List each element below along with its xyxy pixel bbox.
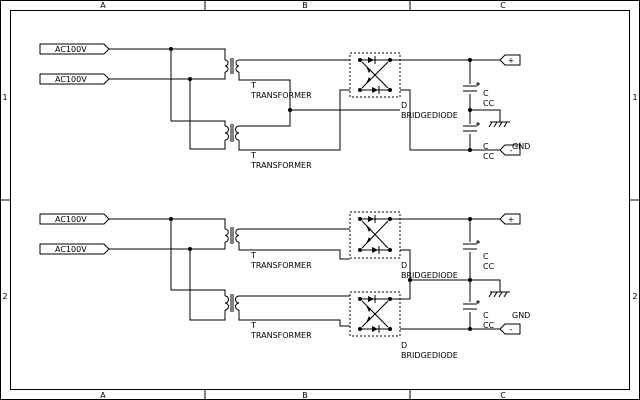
transformer-symbol xyxy=(224,124,240,142)
capacitor-symbol xyxy=(463,240,480,250)
input-port-ac100v-1[interactable]: AC100V xyxy=(39,43,110,55)
ground-symbol xyxy=(488,291,510,298)
junction-dot xyxy=(288,108,292,112)
output-port-gnd[interactable]: - xyxy=(499,144,521,156)
transformer-value: TRANSFORMER xyxy=(250,91,312,100)
transformer-symbol xyxy=(224,294,240,312)
transformer-value: TRANSFORMER xyxy=(250,261,312,270)
secondary-wiring xyxy=(238,228,350,327)
junction-dot xyxy=(468,278,472,282)
zone-row-left-2: 2 xyxy=(2,292,7,301)
zone-col-bottom-c: C xyxy=(500,391,506,400)
output-port-label: + xyxy=(508,56,515,65)
zone-col-bottom-a: A xyxy=(100,391,106,400)
capacitor-value: CC xyxy=(483,262,495,271)
capacitor-ref: C xyxy=(483,252,489,261)
capacitor-value: CC xyxy=(483,321,495,330)
bridge-ref: D xyxy=(401,101,407,110)
junction-dot xyxy=(468,148,472,152)
zone-col-top-b: B xyxy=(302,1,308,10)
bridge-rectifier xyxy=(349,291,401,337)
transformer-ref: T xyxy=(250,251,256,260)
zone-col-bottom-b: B xyxy=(302,391,308,400)
input-wiring xyxy=(109,48,226,150)
transformer-symbol xyxy=(224,58,240,74)
transformer-value: TRANSFORMER xyxy=(250,161,312,170)
capacitor-value: CC xyxy=(483,99,495,108)
capacitor-symbol xyxy=(463,300,480,310)
input-port-label: AC100V xyxy=(55,45,87,54)
capacitor-ref: C xyxy=(483,311,489,320)
transformer-ref: T xyxy=(250,151,256,160)
junction-dot xyxy=(468,108,472,112)
bridge-value: BRIDGEDIODE xyxy=(401,111,458,120)
bridge-rectifier xyxy=(349,211,401,259)
gnd-label: GND xyxy=(512,142,530,151)
capacitor-symbol xyxy=(463,122,480,132)
input-port-ac100v-2[interactable]: AC100V xyxy=(39,73,110,85)
output-port-minus[interactable]: - xyxy=(499,323,521,335)
junction-dot xyxy=(188,247,192,251)
junction-dot xyxy=(468,327,472,331)
output-port-plus[interactable]: + xyxy=(499,213,521,225)
capacitor-symbol xyxy=(463,82,480,92)
bridge-rectifier xyxy=(349,52,401,98)
input-port-ac100v-2[interactable]: AC100V xyxy=(39,243,110,255)
transformer-symbol xyxy=(224,227,240,244)
junction-dot xyxy=(468,58,472,62)
junction-dot xyxy=(468,217,472,221)
secondary-wiring xyxy=(238,59,400,151)
junction-dot xyxy=(408,278,412,282)
zone-row-right-2: 2 xyxy=(632,292,637,301)
transformer-value: TRANSFORMER xyxy=(250,331,312,340)
bridge-ref: D xyxy=(401,261,407,270)
capacitor-ref: C xyxy=(483,142,489,151)
zone-col-top-a: A xyxy=(100,1,106,10)
circuit-2: AC100V AC100V T TRANSFORMER T xyxy=(39,211,530,360)
zone-row-left-1: 1 xyxy=(2,93,7,102)
output-port-plus[interactable]: + xyxy=(499,54,521,66)
capacitor-value: CC xyxy=(483,152,495,161)
ground-symbol xyxy=(488,121,510,128)
sheet-inner-border xyxy=(10,10,630,390)
bridge-value: BRIDGEDIODE xyxy=(401,271,458,280)
input-port-ac100v-1[interactable]: AC100V xyxy=(39,213,110,225)
gnd-label: GND xyxy=(512,311,530,320)
transformer-ref: T xyxy=(250,321,256,330)
output-port-label: - xyxy=(510,146,513,155)
output-port-label: + xyxy=(508,215,515,224)
junction-dot xyxy=(169,47,173,51)
circuit-1: AC100V AC100V T TRANSFORMER xyxy=(39,43,530,170)
bridge-value: BRIDGEDIODE xyxy=(401,351,458,360)
zone-col-top-c: C xyxy=(500,1,506,10)
output-wiring xyxy=(390,59,501,151)
input-wiring xyxy=(109,218,226,321)
bridge-ref: D xyxy=(401,341,407,350)
input-port-label: AC100V xyxy=(55,245,87,254)
input-port-label: AC100V xyxy=(55,215,87,224)
output-port-label: - xyxy=(510,325,513,334)
zone-row-right-1: 1 xyxy=(632,93,637,102)
capacitor-ref: C xyxy=(483,89,489,98)
transformer-ref: T xyxy=(250,81,256,90)
input-port-label: AC100V xyxy=(55,75,87,84)
junction-dot xyxy=(169,217,173,221)
junction-dot xyxy=(188,77,192,81)
